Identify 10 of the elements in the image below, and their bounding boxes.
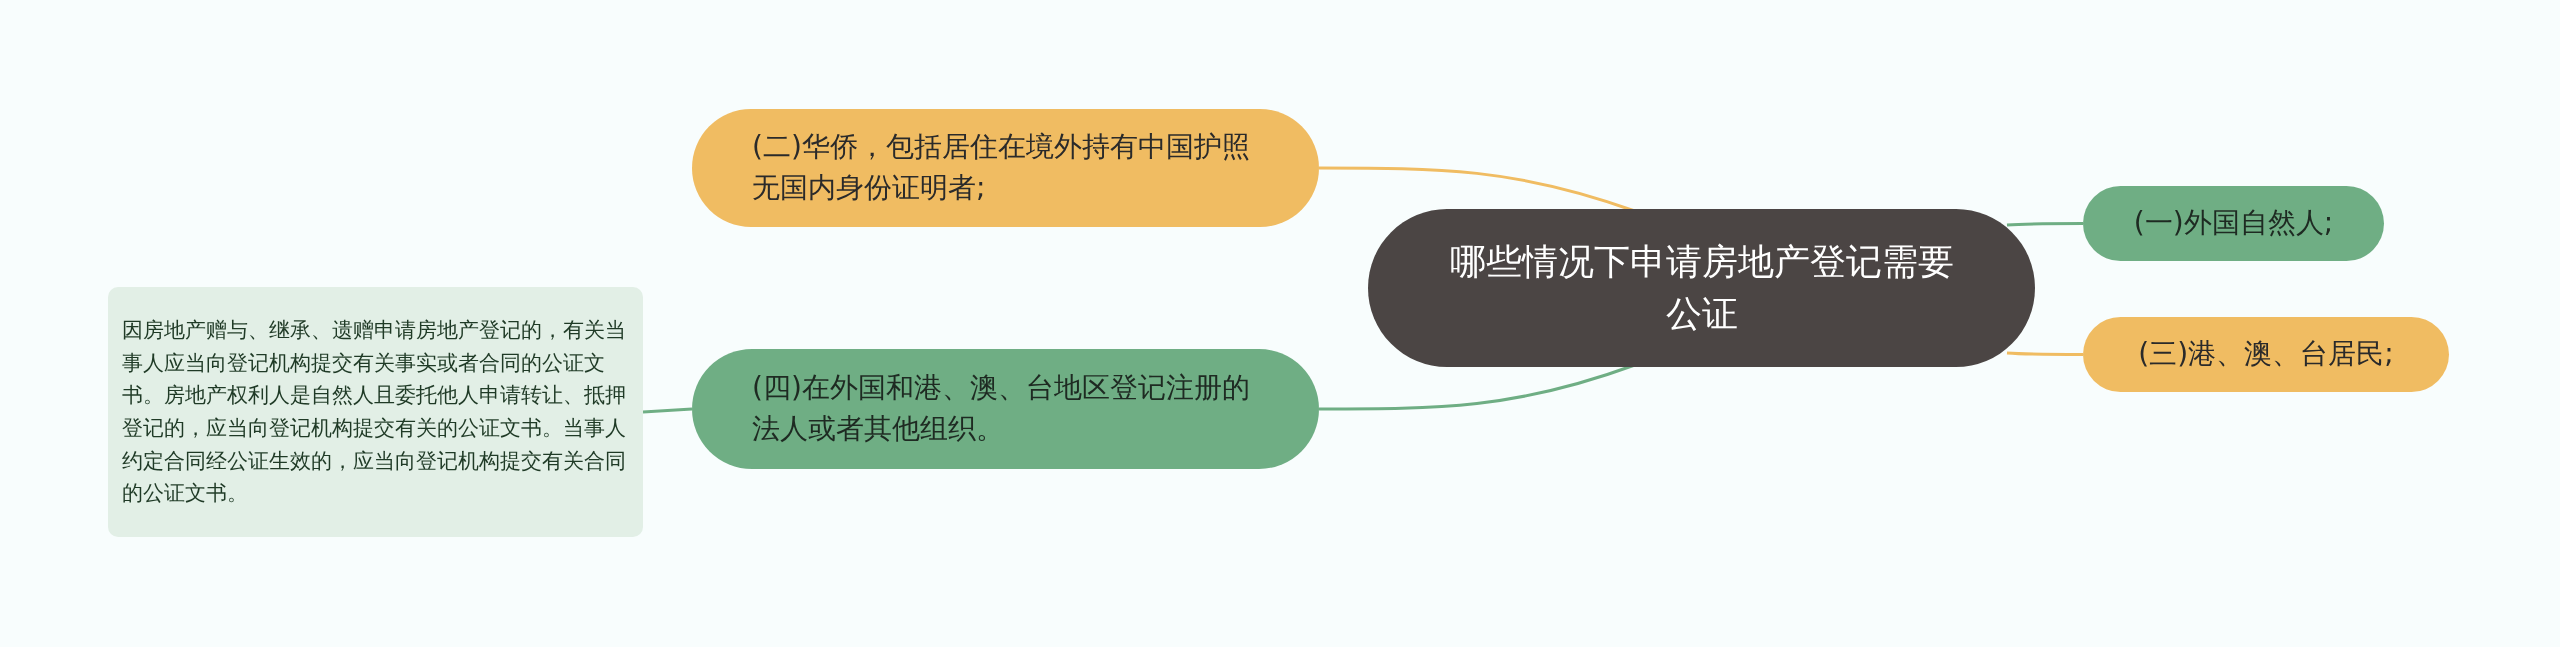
topic-text: (一)外国自然人;	[2133, 205, 2334, 242]
connector-line	[2006, 222, 2083, 227]
connector-line	[642, 407, 693, 414]
topic-text: (二)华侨，包括居住在境外持有中国护照无国内身份证明者;	[752, 129, 1251, 206]
connector-line	[2006, 351, 2083, 356]
topic-text: 因房地产赠与、继承、遗赠申请房地产登记的，有关当事人应当向登记机构提交有关事实或者合同的公证文书。房地产权利人是自然人且委托他人申请转让、抵押登记的，应当向登记机构提交有关的公证文书。当事人约定合同经公证生效的，应当向登记机构提交有关合同的公证文书。	[122, 317, 627, 508]
topic-text: (四)在外国和港、澳、台地区登记注册的法人或者其他组织。	[752, 370, 1251, 447]
note-box	[108, 287, 643, 537]
topic-title: 哪些情况下申请房地产登记需要公证	[1448, 239, 1955, 336]
topic-text: (三)港、澳、台居民;	[2138, 336, 2394, 373]
